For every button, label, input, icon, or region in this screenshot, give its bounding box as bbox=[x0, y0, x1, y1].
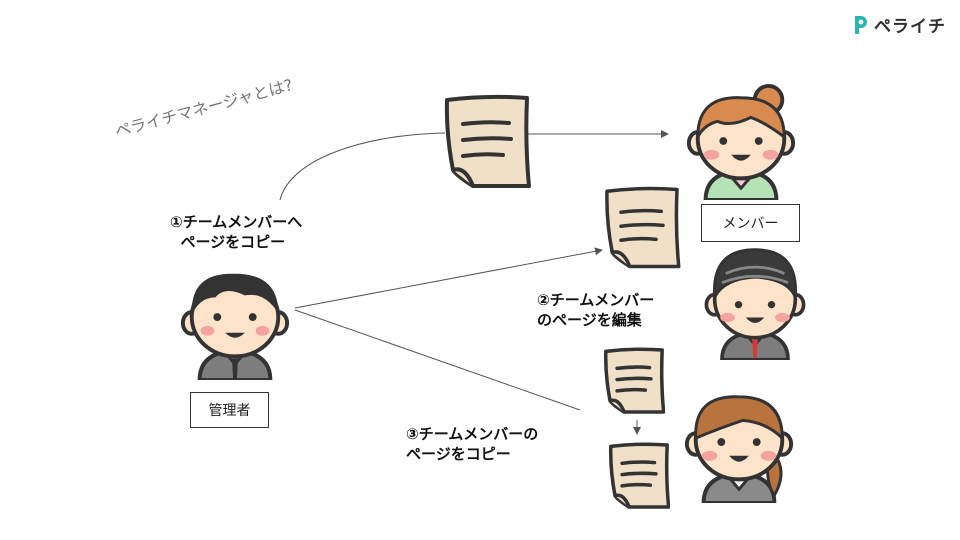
manager-label-text: 管理者 bbox=[208, 403, 251, 419]
arrow-manager-to-page2 bbox=[294, 247, 603, 309]
peraichi-logo: ペライチ bbox=[852, 12, 946, 37]
step3-text: ③チームメンバーの ページをコピー bbox=[406, 425, 539, 463]
peraichi-logo-icon bbox=[855, 15, 867, 34]
member-label: メンバー bbox=[701, 204, 800, 242]
manager-avatar-icon bbox=[180, 273, 290, 380]
document-icon bbox=[603, 347, 665, 414]
curve-manager-to-page bbox=[279, 132, 446, 201]
manager-label: 管理者 bbox=[190, 392, 269, 428]
step1-text: ①チームメンバーへ ページをコピー bbox=[170, 213, 303, 251]
document-icon bbox=[444, 94, 531, 188]
logo-text: ペライチ bbox=[874, 17, 946, 37]
member-woman-icon bbox=[684, 395, 794, 503]
document-icon bbox=[608, 442, 670, 509]
line-manager-to-page3 bbox=[294, 309, 581, 411]
member-woman-bun-icon bbox=[686, 83, 796, 200]
member-man-icon bbox=[704, 248, 806, 360]
member-label-text: メンバー bbox=[722, 216, 779, 232]
step2-text: ②チームメンバー のページを編集 bbox=[537, 291, 655, 329]
document-icon bbox=[605, 186, 681, 269]
